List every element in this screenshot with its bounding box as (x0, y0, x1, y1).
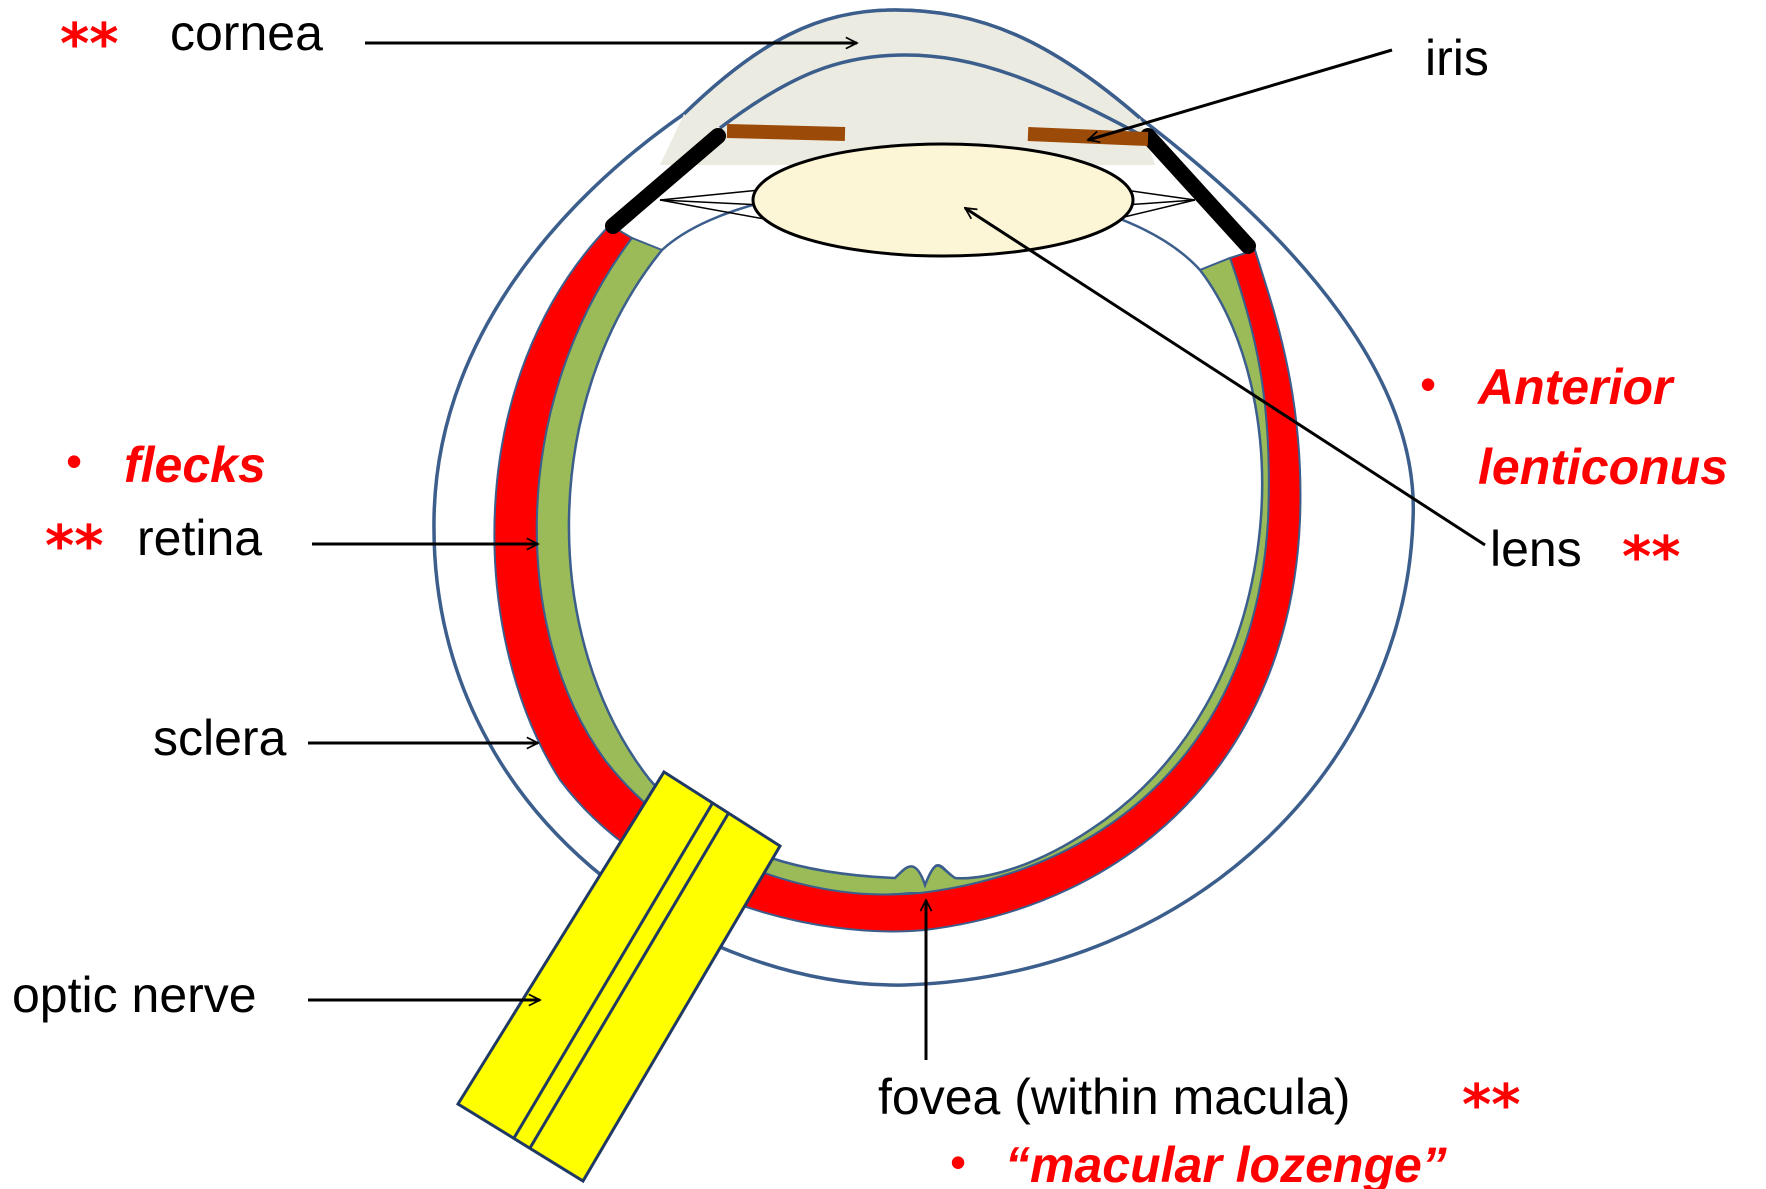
lens-asterisks: ** (1622, 525, 1681, 590)
retina-label: retina (137, 510, 262, 566)
flecks-bullet: • (66, 435, 82, 487)
flecks-label: flecks (124, 437, 266, 493)
retina-asterisks: ** (45, 514, 104, 579)
optic-nerve-label: optic nerve (12, 967, 257, 1023)
fovea-asterisks: ** (1462, 1073, 1521, 1138)
iris-left (727, 131, 845, 134)
fovea-label: fovea (within macula) (878, 1069, 1350, 1125)
lens (753, 144, 1133, 256)
anterior-lenticonus-line2: lenticonus (1478, 439, 1728, 495)
iris-right (1028, 134, 1148, 139)
cornea-asterisks: ** (60, 12, 119, 77)
lens-label: lens (1490, 521, 1582, 577)
cornea-label: cornea (170, 5, 323, 61)
iris-arrow (1088, 50, 1392, 140)
lenticonus-bullet: • (1420, 358, 1436, 410)
anterior-lenticonus-line1: Anterior (1476, 359, 1675, 415)
iris-label: iris (1425, 30, 1489, 86)
sclera-label: sclera (153, 710, 287, 766)
macular-lozenge-label: “macular lozenge” (1005, 1137, 1447, 1189)
macular-lozenge-bullet: • (950, 1136, 966, 1188)
